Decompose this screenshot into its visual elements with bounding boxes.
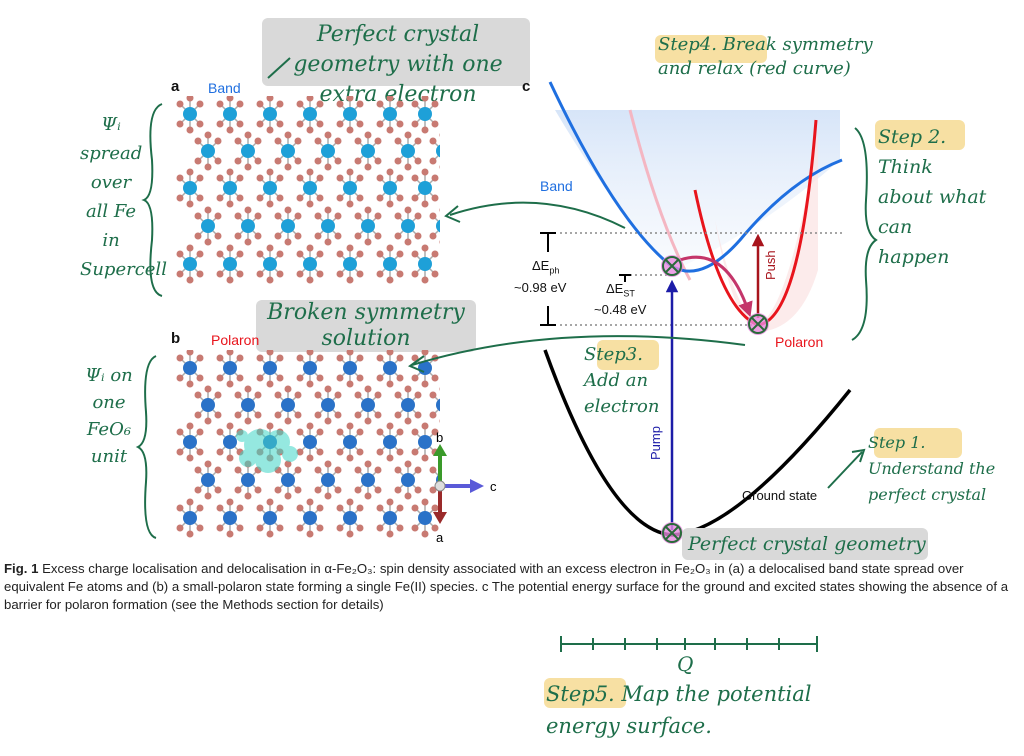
delta-eph-value: ~0.98 eV bbox=[514, 280, 567, 295]
figure-caption: Fig. 1 Excess charge localisation and de… bbox=[4, 560, 1020, 614]
step1-highlight bbox=[874, 428, 962, 458]
left-annotation-b: Ψᵢ on one FeO₆ unit bbox=[85, 365, 133, 467]
panel-a-letter: a bbox=[171, 78, 180, 95]
step1-annotation: Step 1. Understand the perfect crystal bbox=[868, 433, 996, 504]
polaron-crystal-structure bbox=[176, 350, 440, 538]
step4-highlight bbox=[655, 35, 767, 63]
band-curve-label: Band bbox=[540, 178, 573, 194]
mid-title-highlight bbox=[256, 300, 476, 352]
relax-arrow bbox=[679, 255, 753, 318]
left-brace-b bbox=[135, 355, 157, 539]
caption-text: Excess charge localisation and delocalis… bbox=[4, 561, 1009, 612]
panel-c-letter: c bbox=[522, 78, 531, 95]
potential-energy-diagram bbox=[540, 81, 852, 544]
band-shading bbox=[555, 110, 840, 270]
panel-a-band-label: Band bbox=[208, 80, 241, 96]
step4-annotation: Step4. Break symmetry and relax (red cur… bbox=[658, 34, 873, 79]
annotation-arrows bbox=[267, 57, 878, 489]
panel-b-polaron-label: Polaron bbox=[211, 332, 260, 348]
caption-fig-label: Fig. 1 bbox=[4, 561, 39, 576]
top-title-highlight bbox=[262, 18, 530, 86]
panel-b-letter: b bbox=[171, 330, 181, 347]
perfect-geometry-highlight bbox=[682, 528, 928, 560]
step5-highlight bbox=[544, 678, 626, 708]
step3-annotation: Step3. Add an electron bbox=[584, 344, 660, 417]
step5-annotation: Step5. Map the potential energy surface. bbox=[546, 682, 812, 738]
band-state-crystal-structure bbox=[176, 96, 440, 284]
axis-b-label: b bbox=[436, 430, 444, 445]
step2-annotation: Step 2. Think about what can happen bbox=[878, 126, 987, 268]
polaron-curve-label: Polaron bbox=[775, 334, 824, 350]
step2-highlight bbox=[875, 120, 965, 150]
delta-est-value: ~0.48 eV bbox=[594, 302, 647, 317]
spin-density-blob bbox=[236, 429, 298, 473]
delta-eph-label: ΔEph bbox=[532, 258, 560, 276]
q-axis bbox=[560, 636, 818, 652]
axis-c-label: c bbox=[490, 479, 497, 494]
ground-state-label: Ground state bbox=[742, 488, 818, 503]
delta-est-label: ΔEST bbox=[606, 281, 635, 299]
top-title-annotation: Perfect crystal geometry with one extra … bbox=[293, 22, 503, 107]
perfect-geometry-annotation: Perfect crystal geometry bbox=[688, 533, 926, 555]
axis-a-label: a bbox=[436, 530, 444, 545]
step3-highlight bbox=[597, 340, 659, 370]
q-axis-label: Q bbox=[677, 652, 694, 676]
crystal-axes-icon bbox=[433, 444, 484, 524]
mid-title-annotation: Broken symmetry solution bbox=[267, 300, 465, 351]
left-brace-a bbox=[141, 103, 163, 297]
band-curve bbox=[548, 81, 843, 273]
